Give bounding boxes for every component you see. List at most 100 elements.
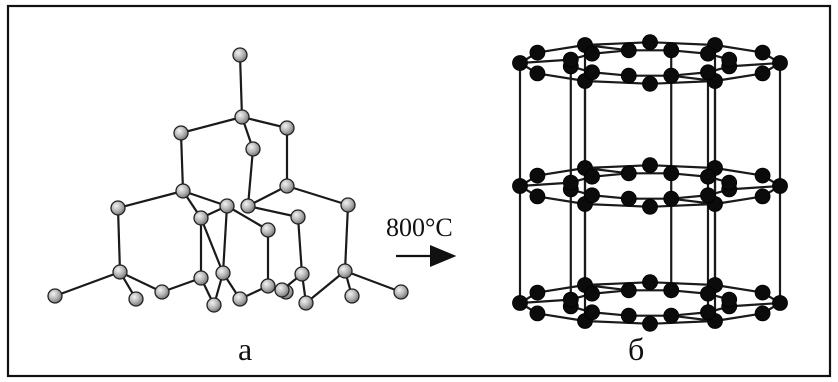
diamond-atom [294, 266, 310, 282]
diamond-bond [116, 206, 122, 274]
diamond-bond [246, 204, 300, 219]
graphite-bond [536, 195, 587, 206]
temperature-label: 800°C [386, 213, 453, 242]
graphite-bond [583, 281, 652, 287]
diamond-atom [274, 282, 290, 298]
diamond-atom [206, 297, 222, 313]
graphite-atom [700, 64, 716, 81]
graphite-bond [728, 301, 782, 308]
graphite-bond [713, 312, 764, 323]
diamond-bond [181, 189, 229, 208]
graphite-atom [721, 51, 738, 68]
graphite-atom [663, 165, 680, 182]
graphite-atom [754, 284, 771, 301]
graphite-atom [620, 67, 637, 84]
graphite-atom [642, 75, 658, 92]
graphite-atom [529, 167, 546, 184]
graphite-atom [529, 305, 546, 322]
diamond-atom [128, 291, 144, 307]
diamond-bond [53, 270, 122, 298]
graphite-atom [700, 304, 716, 321]
graphite-atom [772, 178, 788, 194]
diamond-atom [298, 295, 314, 311]
graphite-atom [754, 188, 771, 205]
graphite-bond [713, 195, 764, 206]
graphite-atom [620, 165, 637, 182]
diamond-atom [279, 120, 295, 136]
graphite-atom [700, 187, 716, 204]
diamond-atom [240, 198, 256, 214]
diamond-atom [219, 198, 235, 214]
graphite-bond [536, 312, 587, 323]
diamond-atom [337, 263, 353, 279]
graphite-atom [642, 157, 658, 174]
diamond-atom [232, 291, 248, 307]
graphite-atom [663, 190, 680, 207]
graphite-atom [562, 291, 579, 308]
diamond-atom [193, 270, 209, 286]
diamond-atoms [47, 47, 409, 313]
transition-arrow: 800°C [386, 213, 457, 267]
graphite-atom [529, 284, 546, 301]
graphite-bond [713, 283, 764, 294]
graphite-bond [648, 319, 717, 325]
diamond-atom [154, 284, 170, 300]
graphite-atom [584, 45, 600, 62]
diamond-bond [179, 131, 185, 193]
graphite-atom [663, 307, 680, 324]
diamond-atom [47, 288, 63, 304]
diamond-bond [225, 204, 270, 232]
diamond-atom [193, 210, 209, 226]
graphite-atom [620, 282, 637, 299]
graphite-atom [512, 178, 528, 194]
diamond-atom [279, 178, 295, 194]
graphite-atom [754, 167, 771, 184]
graphite-atom [620, 307, 637, 324]
graphite-atom [512, 295, 528, 311]
diamond-bond [199, 216, 225, 275]
diamond-atom [215, 265, 231, 281]
diamond-atom [393, 284, 409, 300]
graphite-bond [536, 166, 587, 177]
diamond-atom [110, 200, 126, 216]
graphite-bond [728, 61, 782, 68]
graphite-atom [772, 295, 788, 311]
graphite-atom [620, 42, 637, 59]
graphite-bond [713, 43, 764, 54]
graphite-bond [728, 184, 782, 191]
diamond-lattice [47, 47, 409, 313]
diamond-bond [296, 215, 304, 276]
diamond-bond [246, 147, 255, 208]
diamond-bond [343, 269, 403, 294]
graphite-bond [648, 281, 717, 287]
graphite-bond [648, 41, 717, 47]
graphite-atom [663, 282, 680, 299]
graphite-atom [772, 55, 788, 71]
diamond-bond [221, 204, 229, 275]
diamond-bond [238, 53, 244, 119]
graphite-atom [700, 168, 716, 185]
diamond-atom [232, 47, 248, 63]
graphite-bond [518, 58, 572, 65]
graphite-atom [754, 305, 771, 322]
graphite-atom [529, 44, 546, 61]
graphite-bond [518, 298, 572, 305]
graphite-bond [648, 164, 717, 170]
graphite-atom [584, 304, 600, 321]
diamond-bond [304, 269, 347, 305]
graphite-atom [642, 315, 658, 332]
panel-label-b: б [628, 331, 644, 367]
graphite-bond [583, 164, 652, 170]
graphite-bond [536, 283, 587, 294]
diamond-bond [343, 203, 350, 273]
graphite-bond [713, 72, 764, 83]
graphite-bond [583, 202, 652, 208]
graphite-atom [512, 55, 528, 71]
diamond-bond [179, 115, 244, 135]
graphite-bond [648, 202, 717, 208]
diamond-atom [112, 264, 128, 280]
graphite-atom [529, 188, 546, 205]
graphite-atom [663, 42, 680, 59]
graphite-atoms [512, 34, 788, 332]
